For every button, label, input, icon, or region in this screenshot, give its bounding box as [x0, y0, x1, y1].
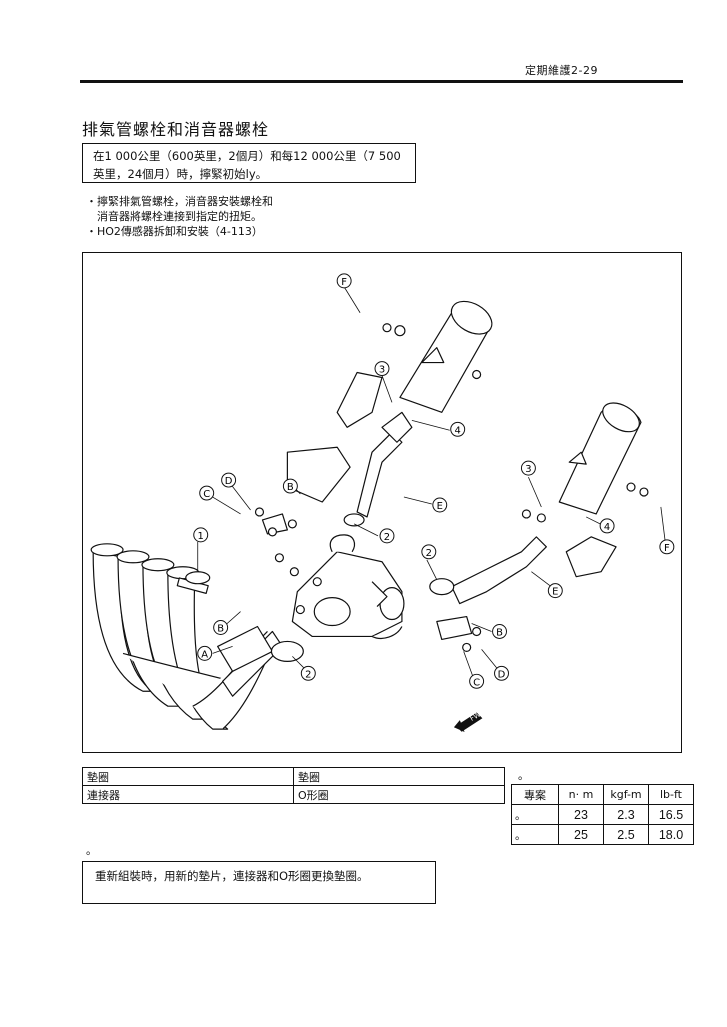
left-muffler — [399, 300, 493, 413]
callout-e-left-text: E — [437, 501, 443, 512]
callout-3-right-text: 3 — [525, 464, 531, 475]
callout-e-right-text: E — [552, 587, 558, 598]
table-row: 。 23 2.3 16.5 — [511, 804, 694, 825]
interval-notice-box: 在1 000公里（600英里，2個月）和每12 000公里（7 500 英里，2… — [82, 143, 416, 183]
callout-1: 1 — [193, 527, 209, 543]
bolt-washer-set — [254, 323, 649, 653]
collector-body — [291, 534, 405, 640]
callout-4-left-text: 4 — [455, 425, 461, 436]
torque-cell: 25 — [558, 824, 604, 845]
bracket-left — [286, 446, 351, 503]
callout-d-right: D — [494, 665, 509, 681]
torque-cell: 。 — [511, 804, 559, 825]
callout-f-right: F — [659, 539, 675, 555]
table-row: 連接器 O形圈 — [82, 785, 505, 804]
instruction-item: ・HO2傳感器拆卸和安裝（4-113） — [86, 225, 263, 238]
parts-cell: O形圈 — [293, 785, 505, 804]
callout-1-text: 1 — [198, 531, 204, 542]
exhaust-diagram-svg: F 3 4 B D C E — [90, 273, 675, 733]
gasket-2-upper — [343, 513, 365, 527]
torque-header-item: 專案 — [511, 784, 559, 805]
right-muffler — [558, 402, 642, 515]
table-header-row: 專案 n· m kgf-m lb-ft — [511, 784, 694, 805]
callout-b-left-text: B — [217, 623, 224, 634]
reassembly-note-box: 重新組裝時，用新的墊片，連接器和O形圈更換墊圈。 — [82, 861, 436, 904]
gasket-2-lower — [270, 640, 304, 662]
callout-c-left: C — [199, 485, 215, 501]
callout-e-left: E — [432, 497, 448, 513]
torque-cell: 2.5 — [603, 824, 649, 845]
callout-b-upper: B — [282, 478, 298, 494]
callout-4-left: 4 — [450, 421, 466, 437]
callout-d-left: D — [221, 472, 237, 488]
callout-a: A — [197, 645, 213, 661]
callout-3-right: 3 — [520, 460, 536, 476]
torque-header-nm: n· m — [558, 784, 604, 805]
torque-cell: 。 — [511, 824, 559, 845]
torque-header-lbft: lb-ft — [648, 784, 694, 805]
callout-2-center-text: 2 — [384, 532, 390, 543]
gasket-1 — [185, 571, 211, 585]
callout-b-right: B — [492, 624, 507, 639]
instruction-item: ・擰緊排氣管螺栓，消音器安裝螺栓和 — [86, 195, 273, 208]
callout-c-right-text: C — [473, 677, 480, 688]
torque-table-note-mark: 。 — [518, 769, 529, 782]
torque-header-kgfm: kgf-m — [603, 784, 649, 805]
callout-b-upper-text: B — [287, 482, 294, 493]
parts-cell: 墊圈 — [82, 767, 294, 786]
callout-b-right-text: B — [496, 627, 503, 638]
callout-3-left: 3 — [374, 361, 390, 377]
callout-2-center: 2 — [379, 528, 395, 544]
interval-notice-line-2: 英里，24個月）時，擰緊初始ly。 — [93, 167, 268, 181]
right-mid-pipe — [429, 536, 547, 605]
callout-f-top: F — [336, 273, 352, 289]
heat-shield-left — [336, 371, 383, 428]
torque-cell: 18.0 — [648, 824, 694, 845]
callout-3-left-text: 3 — [379, 365, 385, 376]
callout-e-right: E — [547, 583, 563, 599]
parts-cell: 墊圈 — [293, 767, 505, 786]
callout-2-right-text: 2 — [426, 548, 432, 559]
section-title: 排氣管螺栓和消音器螺栓 — [82, 120, 270, 139]
fwd-arrow-icon: FWD — [453, 708, 487, 733]
bracket-right — [436, 615, 473, 641]
header-rule — [80, 80, 683, 83]
torque-cell: 2.3 — [603, 804, 649, 825]
torque-cell: 23 — [558, 804, 604, 825]
callout-a-text: A — [201, 649, 208, 660]
callout-2-lower: 2 — [300, 665, 316, 681]
heat-shield-right — [565, 536, 617, 578]
reassembly-note-text: 重新組裝時，用新的墊片，連接器和O形圈更換墊圈。 — [95, 869, 369, 883]
parts-table: 墊圈 墊圈 連接器 O形圈 — [82, 767, 505, 804]
table-row: 墊圈 墊圈 — [82, 767, 505, 786]
callout-4-right-text: 4 — [604, 522, 610, 533]
table-row: 。 25 2.5 18.0 — [511, 824, 694, 845]
callout-d-right-text: D — [498, 669, 506, 680]
note-mark: 。 — [86, 844, 97, 857]
torque-table: 專案 n· m kgf-m lb-ft 。 23 2.3 16.5 。 25 2… — [511, 784, 694, 845]
page-header-label: 定期維護2-29 — [525, 64, 598, 77]
left-mid-pipe — [356, 411, 413, 518]
callout-f-top-text: F — [341, 277, 347, 288]
callout-b-left: B — [213, 620, 229, 635]
exhaust-exploded-diagram: F 3 4 B D C E — [82, 252, 682, 753]
callout-labels: F 3 4 B D C E — [193, 273, 675, 689]
callout-d-left-text: D — [225, 476, 233, 487]
instruction-item: 消音器將螺栓連接到指定的扭矩。 — [86, 210, 262, 223]
instruction-list: ・擰緊排氣管螺栓，消音器安裝螺栓和 消音器將螺栓連接到指定的扭矩。 ・HO2傳感… — [86, 194, 273, 239]
callout-c-right: C — [469, 673, 485, 689]
callout-2-right: 2 — [421, 544, 437, 560]
bracket-plate-c — [261, 513, 288, 535]
parts-cell: 連接器 — [82, 785, 294, 804]
callout-c-left-text: C — [203, 489, 210, 500]
torque-cell: 16.5 — [648, 804, 694, 825]
interval-notice-line-1: 在1 000公里（600英里，2個月）和每12 000公里（7 500 — [93, 149, 401, 163]
callout-f-right-text: F — [664, 543, 670, 554]
callout-4-right: 4 — [599, 518, 615, 534]
callout-2-lower-text: 2 — [305, 669, 311, 680]
